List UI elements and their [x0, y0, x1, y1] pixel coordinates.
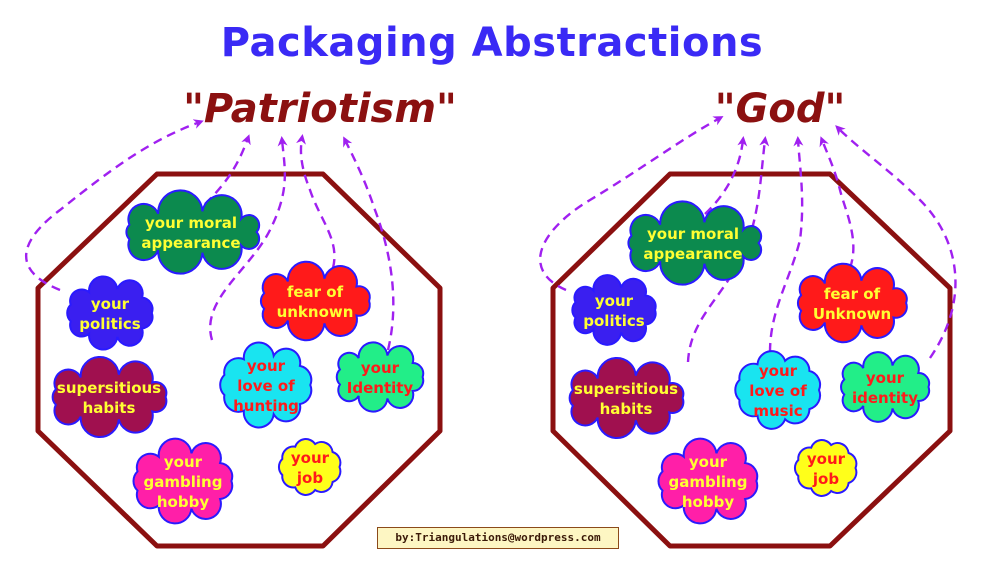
bubble-label: job: [812, 470, 839, 488]
bubble-label: love of: [749, 382, 807, 400]
cloud-shape: [657, 437, 759, 525]
bubble-love: your love of hunting: [219, 341, 313, 429]
bubble-fear: fear of Unknown: [796, 262, 908, 344]
cloud-shape: [734, 350, 822, 430]
bubble-gambling: your gambling hobby: [657, 437, 759, 525]
bubble-label: your: [247, 357, 286, 375]
bubble-gambling: your gambling hobby: [132, 437, 234, 525]
bubble-label: love of: [237, 377, 295, 395]
cloud-shape: [568, 356, 685, 440]
cloud-shape: [627, 200, 763, 286]
bubble-label: your: [807, 450, 846, 468]
bubble-label: politics: [583, 312, 645, 330]
cloud-shape: [278, 438, 342, 496]
bubble-label: fear of: [824, 285, 881, 303]
dashed-arrow: [768, 136, 804, 353]
bubble-label: your: [91, 295, 130, 313]
panel-heading-patriotism: "Patriotism": [183, 86, 457, 132]
cloud-shape: [335, 341, 425, 413]
bubble-label: appearance: [643, 245, 742, 263]
bubble-label: your: [595, 292, 634, 310]
dashed-arrow: [819, 136, 855, 269]
bubble-label: habits: [83, 399, 136, 417]
dashed-arrow: [538, 116, 724, 292]
bubble-label: Identity: [347, 379, 414, 397]
cloud-shape: [796, 262, 908, 344]
bubble-label: identity: [852, 389, 918, 407]
bubble-label: your: [361, 359, 400, 377]
bubble-label: your: [759, 362, 798, 380]
bubble-job: your job: [278, 438, 342, 496]
bubble-label: your moral: [145, 214, 237, 232]
bubble-love: your love of music: [734, 350, 822, 430]
bubble-label: gambling: [669, 473, 748, 491]
bubble-moral: your moral appearance: [125, 189, 261, 275]
cloud-shape: [840, 351, 931, 423]
bubble-politics: your politics: [66, 275, 154, 351]
bubble-label: Unknown: [813, 305, 891, 323]
bubble-job: your job: [794, 439, 858, 497]
credit-badge[interactable]: by:Triangulations@wordpress.com: [377, 527, 619, 549]
bubble-label: job: [296, 469, 323, 487]
bubble-label: appearance: [141, 234, 240, 252]
dashed-arrow: [204, 134, 251, 205]
octagon-frame-patriotism: [35, 171, 443, 549]
bubble-label: hobby: [157, 493, 209, 511]
cloud-shape: [66, 275, 154, 351]
bubble-label: unknown: [277, 303, 354, 321]
bubble-moral: your moral appearance: [627, 200, 763, 286]
bubble-label: supersitious: [574, 380, 678, 398]
dashed-arrow: [704, 136, 748, 215]
dashed-arrow: [343, 136, 395, 351]
bubble-label: hunting: [233, 397, 299, 415]
bubble-label: music: [753, 402, 802, 420]
dashed-arrow: [25, 119, 204, 292]
credit-handle: Triangulations@wordpress.com: [415, 531, 601, 544]
bubble-label: your: [291, 449, 330, 467]
cloud-shape: [259, 260, 371, 342]
credit-prefix: by:: [395, 531, 416, 544]
cloud-shape: [51, 355, 168, 439]
octagon-frame-god: [550, 171, 953, 549]
bubble-label: your: [164, 453, 203, 471]
bubble-label: your: [866, 369, 905, 387]
cloud-shape: [132, 437, 234, 525]
bubble-superstitious: supersitious habits: [51, 355, 168, 439]
bubble-superstitious: supersitious habits: [568, 356, 685, 440]
bubble-label: gambling: [144, 473, 223, 491]
cloud-shape: [571, 274, 657, 346]
bubble-label: habits: [600, 400, 653, 418]
bubble-label: politics: [79, 315, 141, 333]
bubble-label: supersitious: [57, 379, 161, 397]
bubble-identity: your identity: [840, 351, 931, 423]
dashed-arrow: [209, 136, 288, 341]
bubble-label: hobby: [682, 493, 734, 511]
bubble-fear: fear of unknown: [259, 260, 371, 342]
bubble-label: fear of: [287, 283, 344, 301]
bubble-label: your: [689, 453, 728, 471]
panel-heading-god: "God": [714, 86, 846, 132]
cloud-shape: [125, 189, 261, 275]
bubble-politics: your politics: [571, 274, 657, 346]
dashed-arrow: [686, 136, 770, 363]
cloud-shape: [794, 439, 858, 497]
dashed-arrow: [296, 134, 336, 269]
bubble-label: your moral: [647, 225, 739, 243]
dashed-arrow: [835, 125, 957, 359]
cloud-shape: [219, 341, 313, 429]
page-title: Packaging Abstractions: [220, 20, 764, 66]
